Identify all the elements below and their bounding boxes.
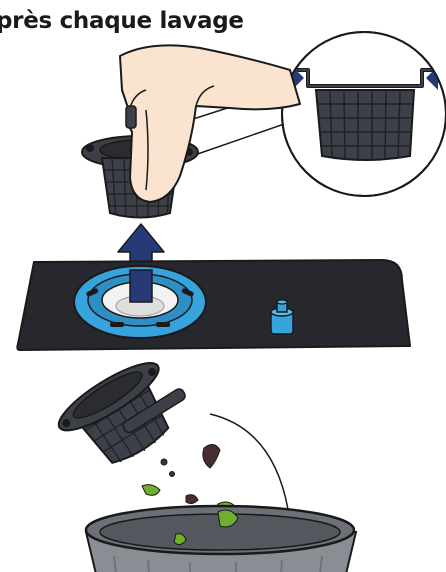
hand-illustration [120,45,300,202]
filter-housing [74,266,206,338]
falling-filter [51,348,199,482]
trash-bin [86,506,356,572]
